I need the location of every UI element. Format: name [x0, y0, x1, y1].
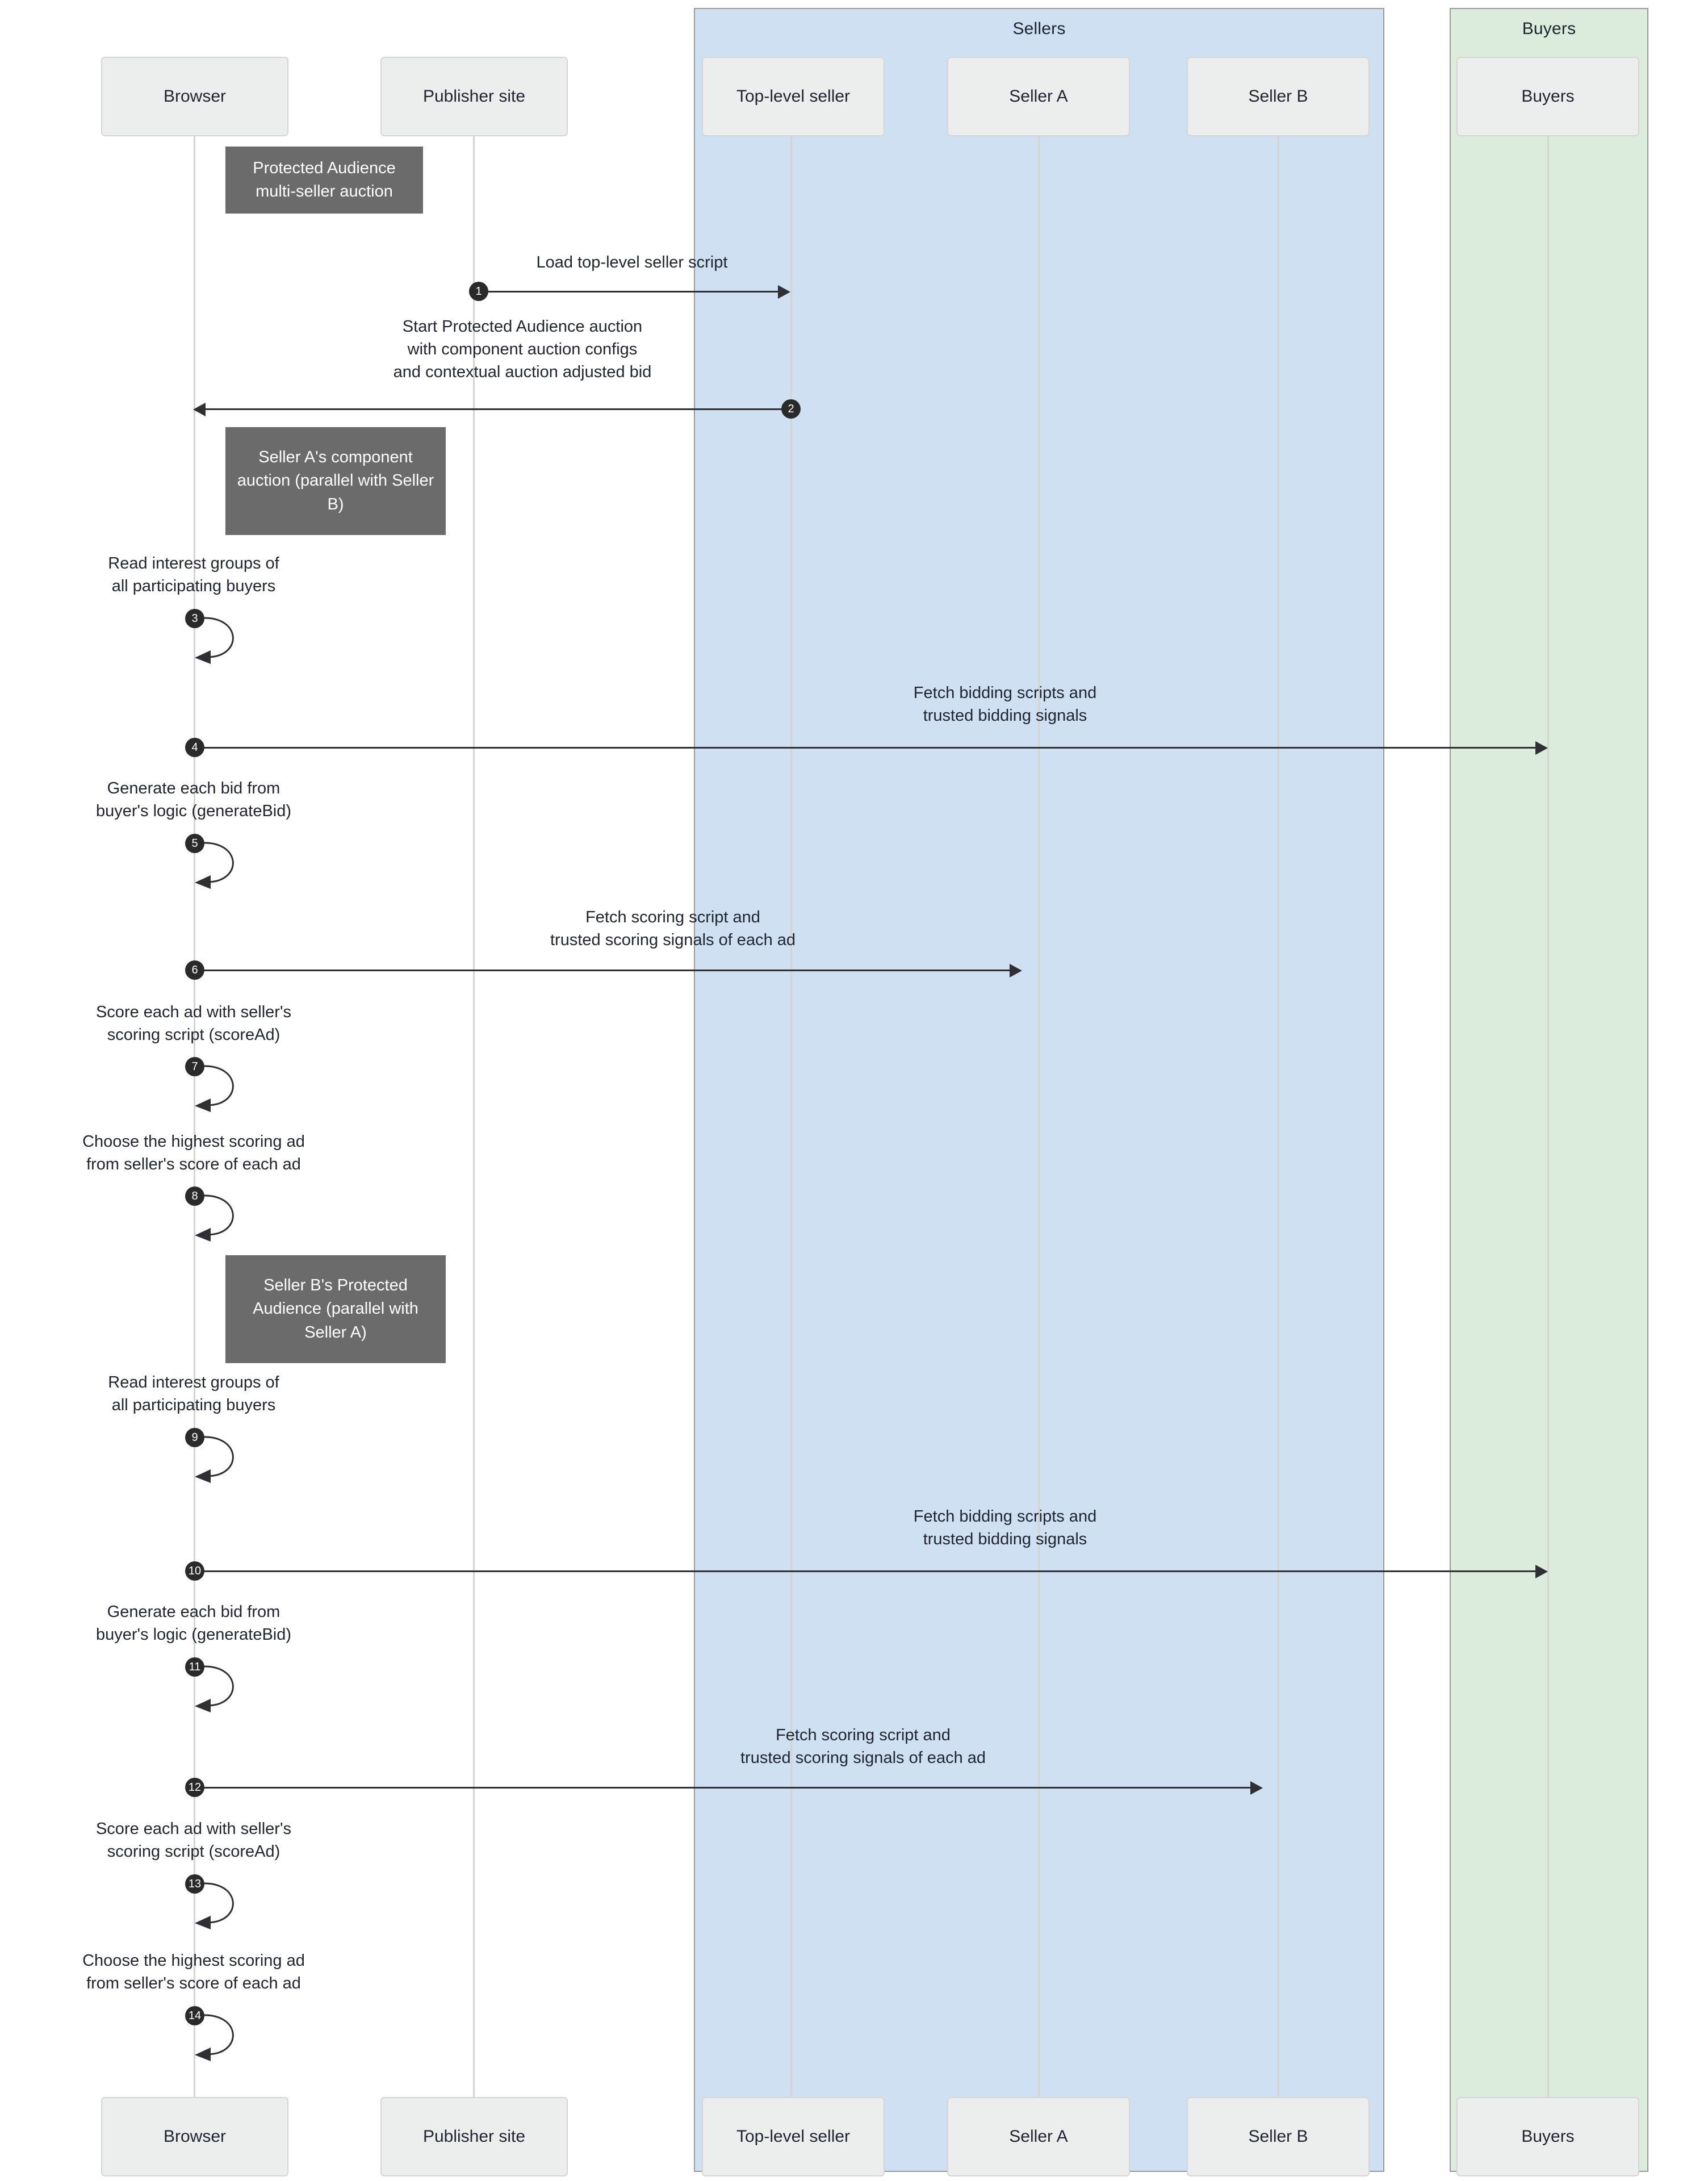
message-12-line — [198, 1787, 1253, 1789]
group-band-buyers: Buyers — [1450, 8, 1648, 2172]
message-5-seq-number: 5 — [185, 834, 204, 853]
message-8-seq-number: 8 — [185, 1186, 204, 1206]
actor-box-publisher-top[interactable]: Publisher site — [380, 57, 568, 136]
message-12-arrowhead — [1250, 1781, 1263, 1795]
message-5-self-loop — [195, 842, 234, 889]
message-13-seq-number: 13 — [185, 1874, 204, 1894]
lifeline-buyers — [1547, 136, 1549, 2097]
message-14-label: Choose the highest scoring ad from selle… — [82, 1952, 305, 1993]
message-6-line — [198, 970, 1012, 971]
message-6-seq-number: 6 — [185, 960, 204, 980]
actor-box-buyers-bottom[interactable]: Buyers — [1456, 2097, 1639, 2176]
message-1-arrowhead — [778, 285, 790, 299]
message-5-label: Generate each bid from buyer's logic (ge… — [95, 779, 292, 821]
message-2-seq-number: 2 — [781, 399, 801, 419]
message-14-self-loop — [195, 2014, 234, 2061]
note-seller-b-protected-audience: Seller B's Protected Audience (parallel … — [225, 1255, 446, 1363]
actor-box-sellera-top[interactable]: Seller A — [947, 57, 1130, 136]
message-14-seq-number: 14 — [185, 2006, 204, 2025]
lifeline-sellerb — [1278, 136, 1279, 2097]
message-1-line — [477, 291, 788, 293]
message-12-seq-number: 12 — [185, 1778, 204, 1797]
group-label-sellers: Sellers — [1012, 19, 1066, 38]
message-7-seq-number: 7 — [185, 1057, 204, 1076]
message-7-self-loop — [195, 1065, 234, 1112]
actor-box-buyers-top[interactable]: Buyers — [1456, 57, 1639, 136]
lifeline-publisher — [473, 136, 475, 2097]
message-9-label: Read interest groups of all participatin… — [108, 1373, 279, 1415]
message-3-seq-number: 3 — [185, 609, 204, 628]
message-9-self-loop — [195, 1436, 234, 1483]
message-3-label: Read interest groups of all participatin… — [108, 554, 279, 596]
message-12-label: Fetch scoring script and trusted scoring… — [740, 1726, 986, 1768]
message-7-label: Score each ad with seller's scoring scri… — [95, 1003, 292, 1044]
lifeline-sellera — [1038, 136, 1040, 2097]
group-label-buyers: Buyers — [1522, 19, 1576, 38]
message-13-self-loop — [195, 1882, 234, 1929]
actor-box-sellerb-bottom[interactable]: Seller B — [1187, 2097, 1370, 2176]
note-multi-seller-auction: Protected Audience multi-seller auction — [225, 147, 423, 214]
message-1-seq-number: 1 — [469, 282, 488, 301]
message-9-seq-number: 9 — [185, 1428, 204, 1447]
lifeline-browser — [194, 136, 195, 2097]
message-10-seq-number: 10 — [185, 1561, 204, 1581]
message-4-label: Fetch bidding scripts and trusted biddin… — [913, 684, 1097, 725]
actor-box-toplevel-bottom[interactable]: Top-level seller — [702, 2097, 885, 2176]
message-11-seq-number: 11 — [185, 1657, 204, 1677]
message-2-arrowhead — [193, 403, 206, 416]
message-6-arrowhead — [1010, 964, 1022, 977]
message-11-self-loop — [195, 1665, 234, 1712]
message-4-seq-number: 4 — [185, 738, 204, 757]
message-10-label: Fetch bidding scripts and trusted biddin… — [913, 1507, 1097, 1549]
note-seller-a-component-auction: Seller A's component auction (parallel w… — [225, 427, 446, 535]
actor-box-browser-top[interactable]: Browser — [101, 57, 288, 136]
actor-box-publisher-bottom[interactable]: Publisher site — [380, 2097, 568, 2176]
message-8-label: Choose the highest scoring ad from selle… — [82, 1133, 305, 1174]
actor-box-browser-bottom[interactable]: Browser — [101, 2097, 288, 2176]
message-6-label: Fetch scoring script and trusted scoring… — [550, 908, 796, 950]
message-2-label: Start Protected Audience auction with co… — [393, 317, 652, 382]
actor-box-toplevel-top[interactable]: Top-level seller — [702, 57, 885, 136]
message-4-line — [198, 747, 1538, 749]
lifeline-toplevel — [790, 136, 792, 2097]
message-8-self-loop — [195, 1194, 234, 1242]
message-10-line — [198, 1570, 1538, 1572]
message-1-label: Load top-level seller script — [536, 253, 728, 271]
message-13-label: Score each ad with seller's scoring scri… — [95, 1820, 292, 1861]
message-10-arrowhead — [1535, 1565, 1548, 1578]
message-11-label: Generate each bid from buyer's logic (ge… — [95, 1603, 292, 1644]
message-4-arrowhead — [1535, 741, 1548, 755]
message-2-line — [206, 408, 792, 410]
message-3-self-loop — [195, 617, 234, 664]
actor-box-sellera-bottom[interactable]: Seller A — [947, 2097, 1130, 2176]
actor-box-sellerb-top[interactable]: Seller B — [1187, 57, 1370, 136]
